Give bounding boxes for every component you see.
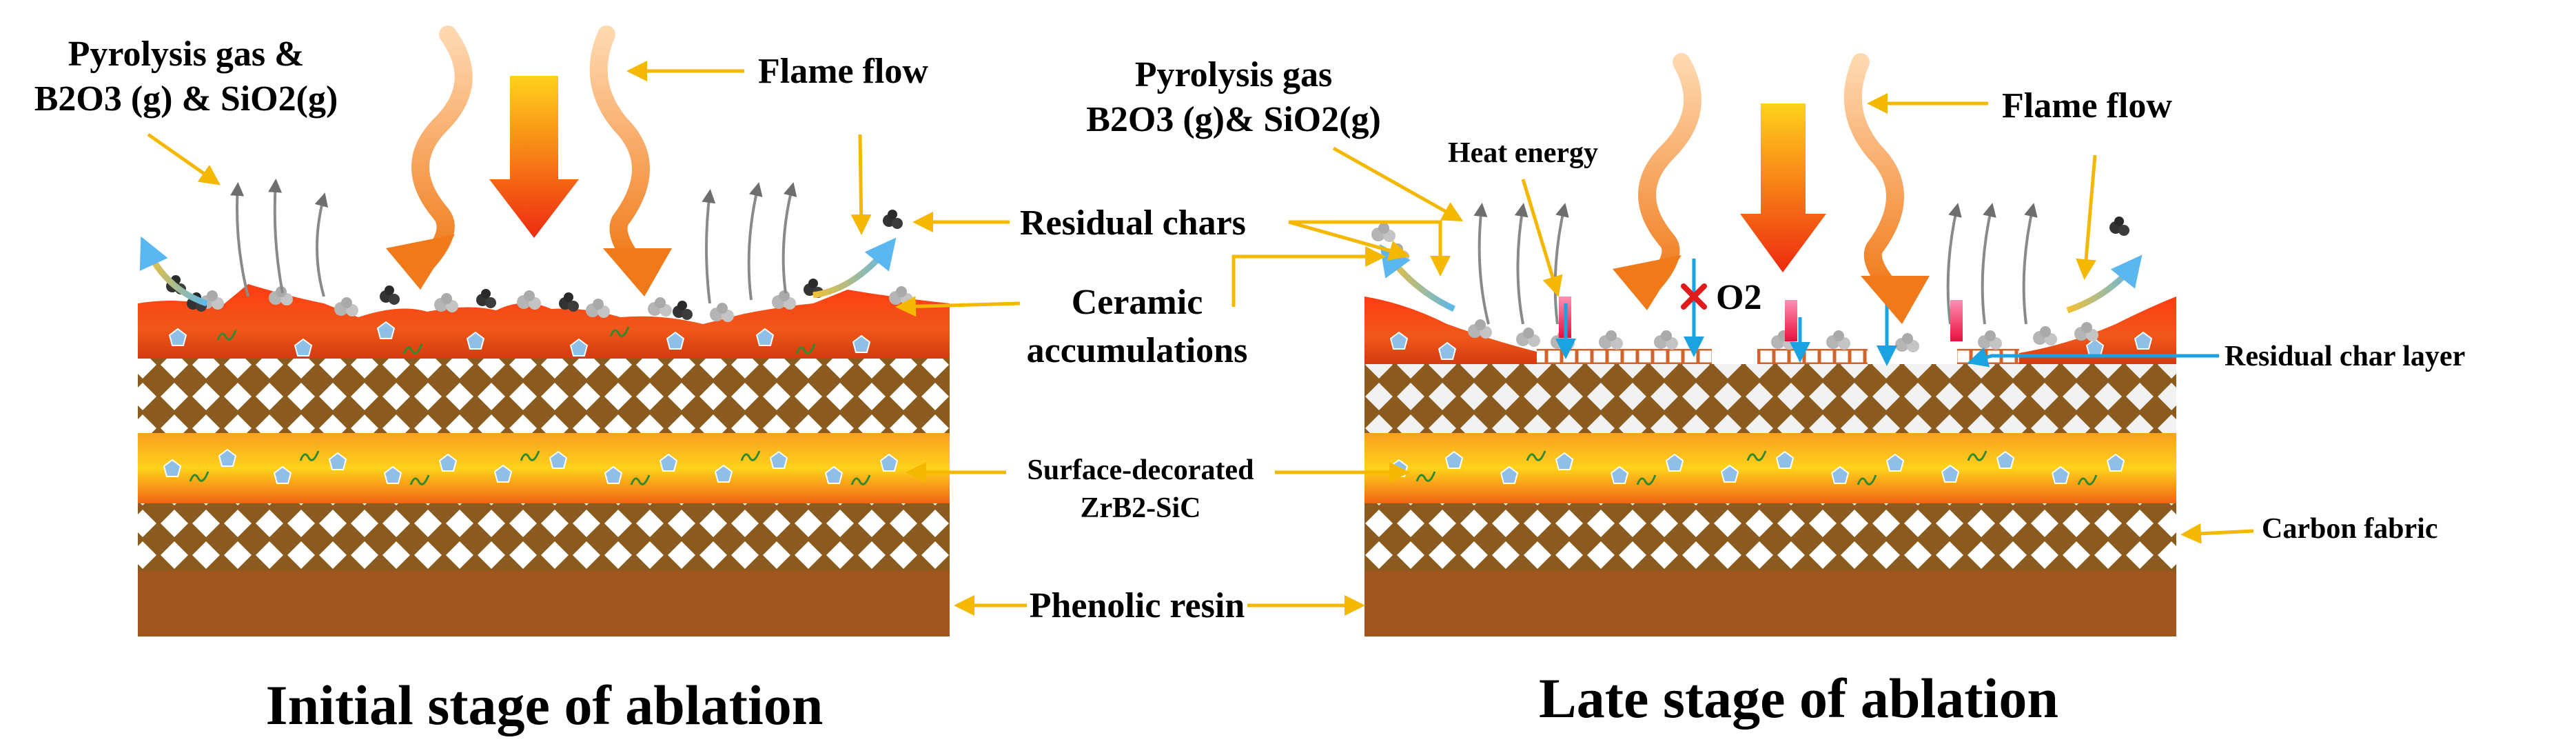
left-carbon-fabric-lower <box>138 503 950 571</box>
left-flame-flow-label: Flame flow <box>758 52 928 91</box>
right-ablated-surface-left <box>1364 297 1537 364</box>
right-carbon-fabric-upper <box>1364 364 2176 433</box>
left-flame-arrow-1 <box>411 26 473 271</box>
left-flame-arrowhead-1 <box>386 234 455 290</box>
residual-chars-label: Residual chars <box>1020 203 1246 243</box>
carbon-fabric-label: Carbon fabric <box>2262 513 2438 545</box>
ceramic-label-line2: accumulations <box>1027 331 1248 370</box>
right-residual-char-layer-2 <box>1757 349 1868 364</box>
left-escape-arrow-left <box>139 236 208 307</box>
right-flame-arrowhead-2 <box>1861 276 1930 324</box>
oxygen-blocked-icon <box>1681 283 1707 310</box>
right-escape-arrow-right <box>2066 254 2143 314</box>
left-heat-flux-arrow <box>489 76 579 238</box>
right-heat-bar-2 <box>1785 300 1797 341</box>
left-escape-arrow-right <box>812 237 897 299</box>
right-pyrolysis-gas-arrows <box>1473 203 2038 325</box>
residual-chars-pointer-right <box>1289 220 1451 277</box>
right-flame-arrowhead-1 <box>1613 255 1681 310</box>
left-flame-arrowhead-2 <box>603 248 672 297</box>
heat-energy-pointer <box>1521 179 1563 297</box>
left-pyrolysis-label-line2: B2O3 (g) & SiO2(g) <box>34 79 338 119</box>
annotations: Pyrolysis gas & B2O3 (g) & SiO2(g) Flame… <box>34 34 2465 625</box>
right-flame-flow-label: Flame flow <box>2002 86 2172 126</box>
surface-decorated-label-line1: Surface-decorated <box>1028 454 1254 486</box>
right-pyrolysis-label-line1: Pyrolysis gas <box>1135 55 1333 94</box>
right-residual-char-layer-1 <box>1537 349 1712 364</box>
right-escape-arrow-left <box>1380 244 1455 312</box>
left-panel-title: Initial stage of ablation <box>266 674 824 736</box>
right-panel: Late stage of ablation <box>1364 53 2176 730</box>
right-pyrolysis-pointer <box>1332 146 1464 221</box>
ceramic-label-line1: Ceramic <box>1072 283 1203 322</box>
left-flame-arrow-2 <box>589 26 650 271</box>
ceramic-pointer-right <box>1231 246 1386 307</box>
right-flame-flow-pointer-2 <box>2076 154 2097 280</box>
residual-char-layer-label: Residual char layer <box>2225 341 2465 372</box>
left-panel: Initial stage of ablation <box>138 26 950 736</box>
left-carbon-fabric-upper <box>138 359 950 433</box>
surface-decorated-label-line2: ZrB2-SiC <box>1080 492 1200 524</box>
ceramic-pointer-left <box>895 296 1021 317</box>
residual-chars-pointer-right-2 <box>1288 220 1410 261</box>
left-ablated-surface <box>138 284 950 359</box>
right-phenolic-resin-layer <box>1364 571 2176 636</box>
left-pyrolysis-gas-arrows <box>230 179 797 304</box>
left-phenolic-resin-layer <box>138 571 950 636</box>
left-pyrolysis-pointer <box>147 132 221 185</box>
carbon-fabric-pointer <box>2180 523 2254 544</box>
right-carbon-fabric-lower <box>1364 503 2176 571</box>
right-heat-bar-3 <box>1950 300 1963 341</box>
right-surface-decorated-layer <box>1364 433 2176 503</box>
right-heat-flux-arrow <box>1740 103 1826 272</box>
right-flame-arrow-2 <box>1843 53 1904 299</box>
left-pyrolysis-label-line1: Pyrolysis gas & <box>68 34 305 74</box>
phenolic-resin-label: Phenolic resin <box>1030 586 1245 625</box>
left-surface-decorated-layer <box>138 433 950 503</box>
residual-char-layer-pointer <box>1967 347 2219 368</box>
right-pyrolysis-label-line2: B2O3 (g)& SiO2(g) <box>1086 100 1381 139</box>
left-flame-flow-pointer-2 <box>850 134 872 235</box>
right-panel-title: Late stage of ablation <box>1539 667 2058 730</box>
oxygen-label: O2 <box>1716 278 1761 317</box>
right-flame-arrow-1 <box>1638 53 1701 292</box>
heat-energy-label: Heat energy <box>1448 137 1598 169</box>
right-oxygen-arrows <box>1555 259 1897 366</box>
